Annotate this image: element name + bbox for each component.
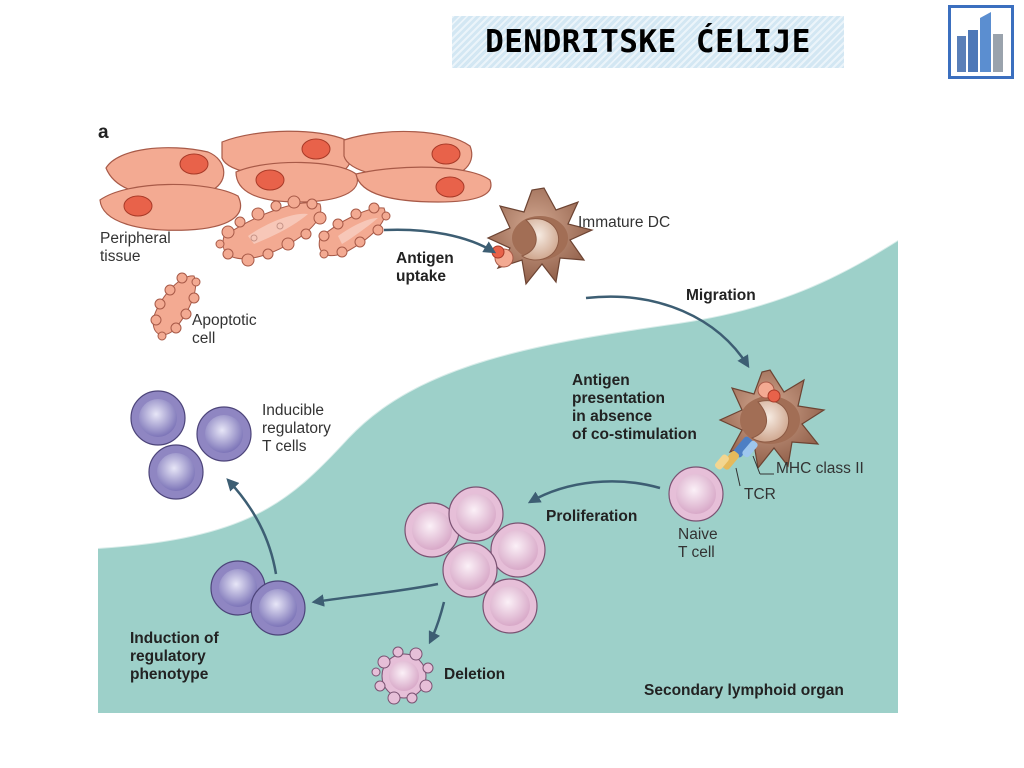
slide-title: DENDRITSKE ĆELIJE — [485, 24, 811, 60]
regulatory-output-arrow — [226, 478, 278, 575]
slide-title-box: DENDRITSKE ĆELIJE — [452, 16, 844, 68]
label-induction-of-regulatory-phenotype: Induction of regulatory phenotype — [130, 630, 219, 683]
label-apoptotic-cell: Apoptotic cell — [192, 312, 257, 347]
antigen-uptake-arrow — [383, 228, 497, 254]
city-buildings-logo-icon — [948, 5, 1014, 79]
deletion-arrow — [428, 601, 446, 645]
label-secondary-lymphoid-organ: Secondary lymphoid organ — [644, 682, 844, 699]
label-proliferation: Proliferation — [546, 508, 638, 525]
inducible-regulatory-t-cells — [130, 390, 252, 500]
proliferating-t-cells — [404, 486, 546, 634]
label-immature-dc: Immature DC — [578, 214, 671, 231]
migration-arrow — [585, 295, 750, 369]
apoptotic-cells — [150, 195, 391, 341]
immature-dendritic-cell — [486, 187, 594, 286]
regulatory-phenotype-t-cells — [210, 560, 306, 636]
mhc-tcr-complex — [715, 436, 774, 487]
label-naive-t-cell: Naive T cell — [678, 526, 718, 561]
panel-letter: a — [98, 122, 109, 143]
label-migration: Migration — [686, 287, 756, 304]
label-deletion: Deletion — [444, 666, 506, 683]
label-tcr: TCR — [744, 486, 776, 503]
dendritic-cell-diagram: a Peripheral tissue Apoptotic cell Antig… — [98, 118, 898, 713]
regulatory-induction-arrow — [311, 582, 439, 607]
peripheral-tissue-cells — [99, 130, 492, 231]
label-peripheral-tissue: Peripheral tissue — [100, 230, 171, 265]
label-mhc-class-ii: MHC class II — [776, 460, 864, 477]
naive-t-cell — [668, 466, 724, 522]
label-inducible-regulatory-t-cells: Inducible regulatory T cells — [262, 402, 331, 455]
label-antigen-uptake: Antigen uptake — [396, 250, 454, 285]
deleted-t-cell — [371, 646, 434, 705]
proliferation-arrow — [527, 480, 661, 504]
label-antigen-presentation: Antigen presentation in absence of co-st… — [572, 372, 697, 443]
